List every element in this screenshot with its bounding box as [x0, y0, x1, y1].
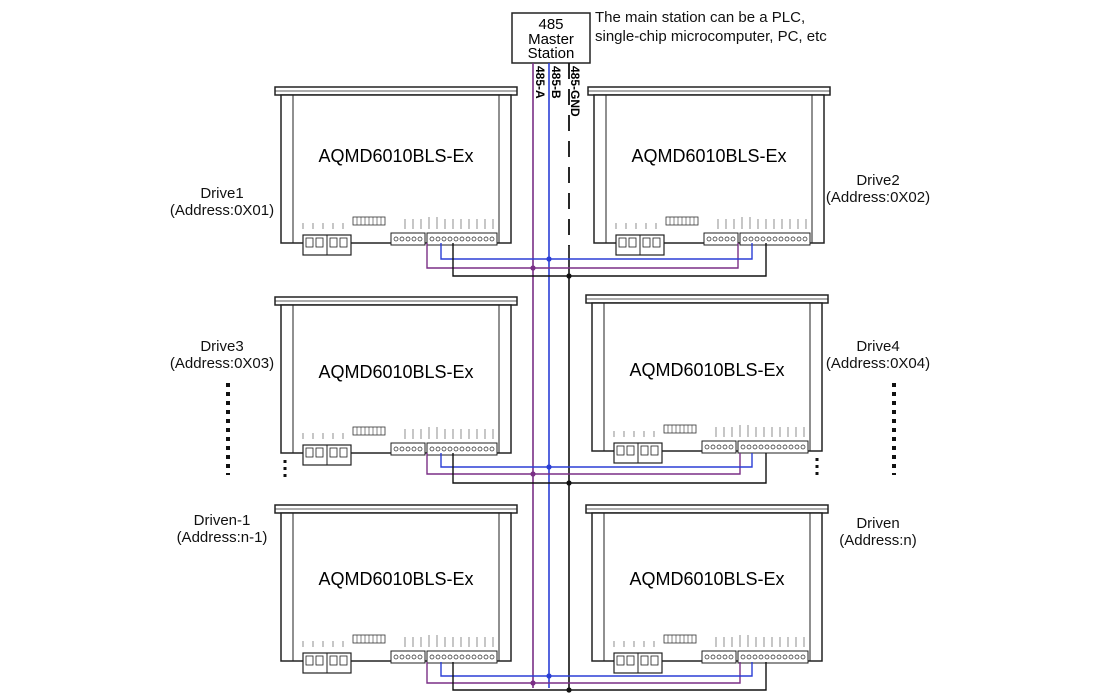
bus-485-a-label: 485-A [533, 66, 547, 99]
drive-unit-4: AQMD6010BLS-Ex [585, 294, 829, 464]
drive-model-label: AQMD6010BLS-Ex [318, 569, 473, 589]
drive-name: Driven [856, 515, 900, 532]
drive-unit-3: AQMD6010BLS-Ex [274, 296, 518, 466]
drive-6-caption: Driven (Address:n) [822, 515, 934, 549]
master-station-note: The main station can be a PLC, single-ch… [595, 8, 827, 46]
drive-model-label: AQMD6010BLS-Ex [318, 146, 473, 166]
drive-1-caption: Drive1 (Address:0X01) [166, 185, 278, 219]
drive-address: (Address:0X04) [825, 355, 931, 372]
wiring-row-2 [426, 453, 767, 484]
bus-485-gnd-label: 485-GND [568, 66, 582, 117]
bus-485-b-label: 485-B [549, 66, 563, 99]
drive-name: Driven-1 [193, 512, 251, 529]
drive-address: (Address:0X03) [169, 355, 275, 372]
wiring-row-3 [426, 662, 767, 691]
drive-4-caption: Drive4 (Address:0X04) [822, 338, 934, 372]
drive-name: Drive3 [200, 338, 244, 355]
drive-unit-2: AQMD6010BLS-Ex [587, 86, 831, 256]
master-station-box [511, 12, 591, 64]
drive-5-caption: Driven-1 (Address:n-1) [166, 512, 278, 546]
drive-address: (Address:n-1) [176, 529, 268, 546]
note-line-2: single-chip microcomputer, PC, etc [595, 28, 827, 45]
drive-unit-1: AQMD6010BLS-Ex [274, 86, 518, 256]
junction-dots [530, 256, 572, 693]
drive-name: Drive2 [856, 172, 900, 189]
master-line-2: Master [528, 31, 574, 48]
drive-model-label: AQMD6010BLS-Ex [631, 146, 786, 166]
drive-address: (Address:n) [839, 532, 917, 549]
drive-name: Drive1 [200, 185, 244, 202]
drive-address: (Address:0X01) [169, 202, 275, 219]
wiring-row-1 [426, 243, 767, 277]
drive-name: Drive4 [856, 338, 900, 355]
drive-address: (Address:0X02) [825, 189, 931, 206]
drive-unit-6: AQMD6010BLS-Ex [585, 504, 829, 674]
drive-unit-5: AQMD6010BLS-Ex [274, 504, 518, 674]
drive-model-label: AQMD6010BLS-Ex [629, 360, 784, 380]
drive-2-caption: Drive2 (Address:0X02) [822, 172, 934, 206]
master-line-1: 485 [538, 16, 563, 33]
note-line-1: The main station can be a PLC, [595, 9, 806, 26]
drive-model-label: AQMD6010BLS-Ex [629, 569, 784, 589]
drive-model-label: AQMD6010BLS-Ex [318, 362, 473, 382]
drive-3-caption: Drive3 (Address:0X03) [166, 338, 278, 372]
master-line-3: Station [528, 45, 575, 62]
